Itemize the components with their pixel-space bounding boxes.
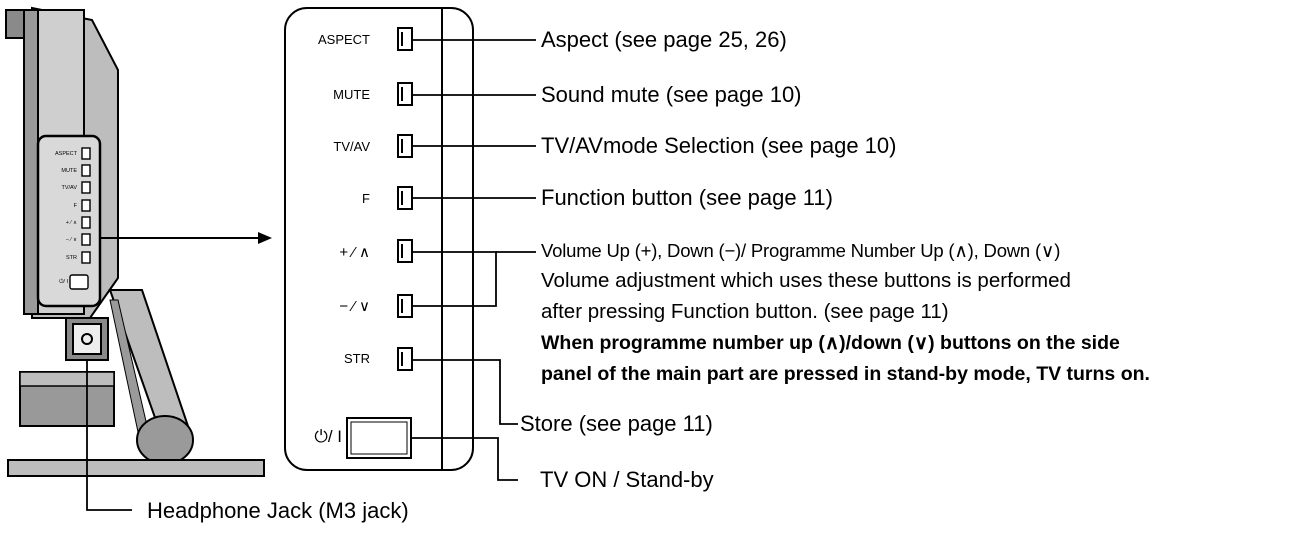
callout-power: TV ON / Stand-by [540, 467, 714, 492]
note-line2: panel of the main part are pressed in st… [541, 363, 1150, 385]
panel-label-plus-up: + ⁄ ∧ [339, 244, 370, 261]
callout-aspect: Aspect (see page 25, 26) [541, 27, 787, 52]
panel-label-mute: MUTE [333, 87, 370, 102]
panel-label-minus-down: − ⁄ ∨ [339, 298, 370, 315]
panel-label-power: ⏻/ I [314, 427, 342, 446]
tv-side-illustration [5, 6, 265, 477]
panel-label-aspect: ASPECT [317, 32, 370, 47]
mini-label-f: F [73, 203, 77, 209]
callout-volume-line3: after pressing Function button. (see pag… [541, 300, 949, 323]
mini-label-str: STR [66, 255, 77, 261]
enlarged-panel [284, 7, 474, 471]
mini-label-plus-up: + ⁄ ∧ [65, 220, 77, 226]
callout-volume-line2: Volume adjustment which uses these butto… [541, 269, 1071, 292]
zoom-arrow [100, 232, 272, 244]
callout-volume-line1: Volume Up (+), Down (−)/ Programme Numbe… [541, 240, 1061, 261]
callout-store: Store (see page 11) [520, 411, 713, 436]
panel-label-str: STR [344, 351, 370, 366]
illustration-buttons [69, 147, 91, 290]
callout-function: Function button (see page 11) [541, 185, 833, 210]
panel-label-tvav: TV/AV [333, 139, 370, 154]
callout-headphone: Headphone Jack (M3 jack) [147, 498, 409, 523]
panel-label-f: F [362, 191, 370, 206]
callout-tvav: TV/AVmode Selection (see page 10) [541, 133, 897, 158]
note-line1: When programme number up (∧)/down (∨) bu… [541, 332, 1120, 354]
mini-label-tvav: TV/AV [61, 185, 78, 191]
mini-label-aspect: ASPECT [54, 151, 77, 157]
callout-mute: Sound mute (see page 10) [541, 82, 802, 107]
leader-lines [86, 39, 536, 511]
mini-label-mute: MUTE [61, 168, 77, 174]
mini-label-power: ⏻/ I [59, 279, 68, 285]
mini-label-minus-down: − ⁄ ∨ [65, 237, 77, 243]
